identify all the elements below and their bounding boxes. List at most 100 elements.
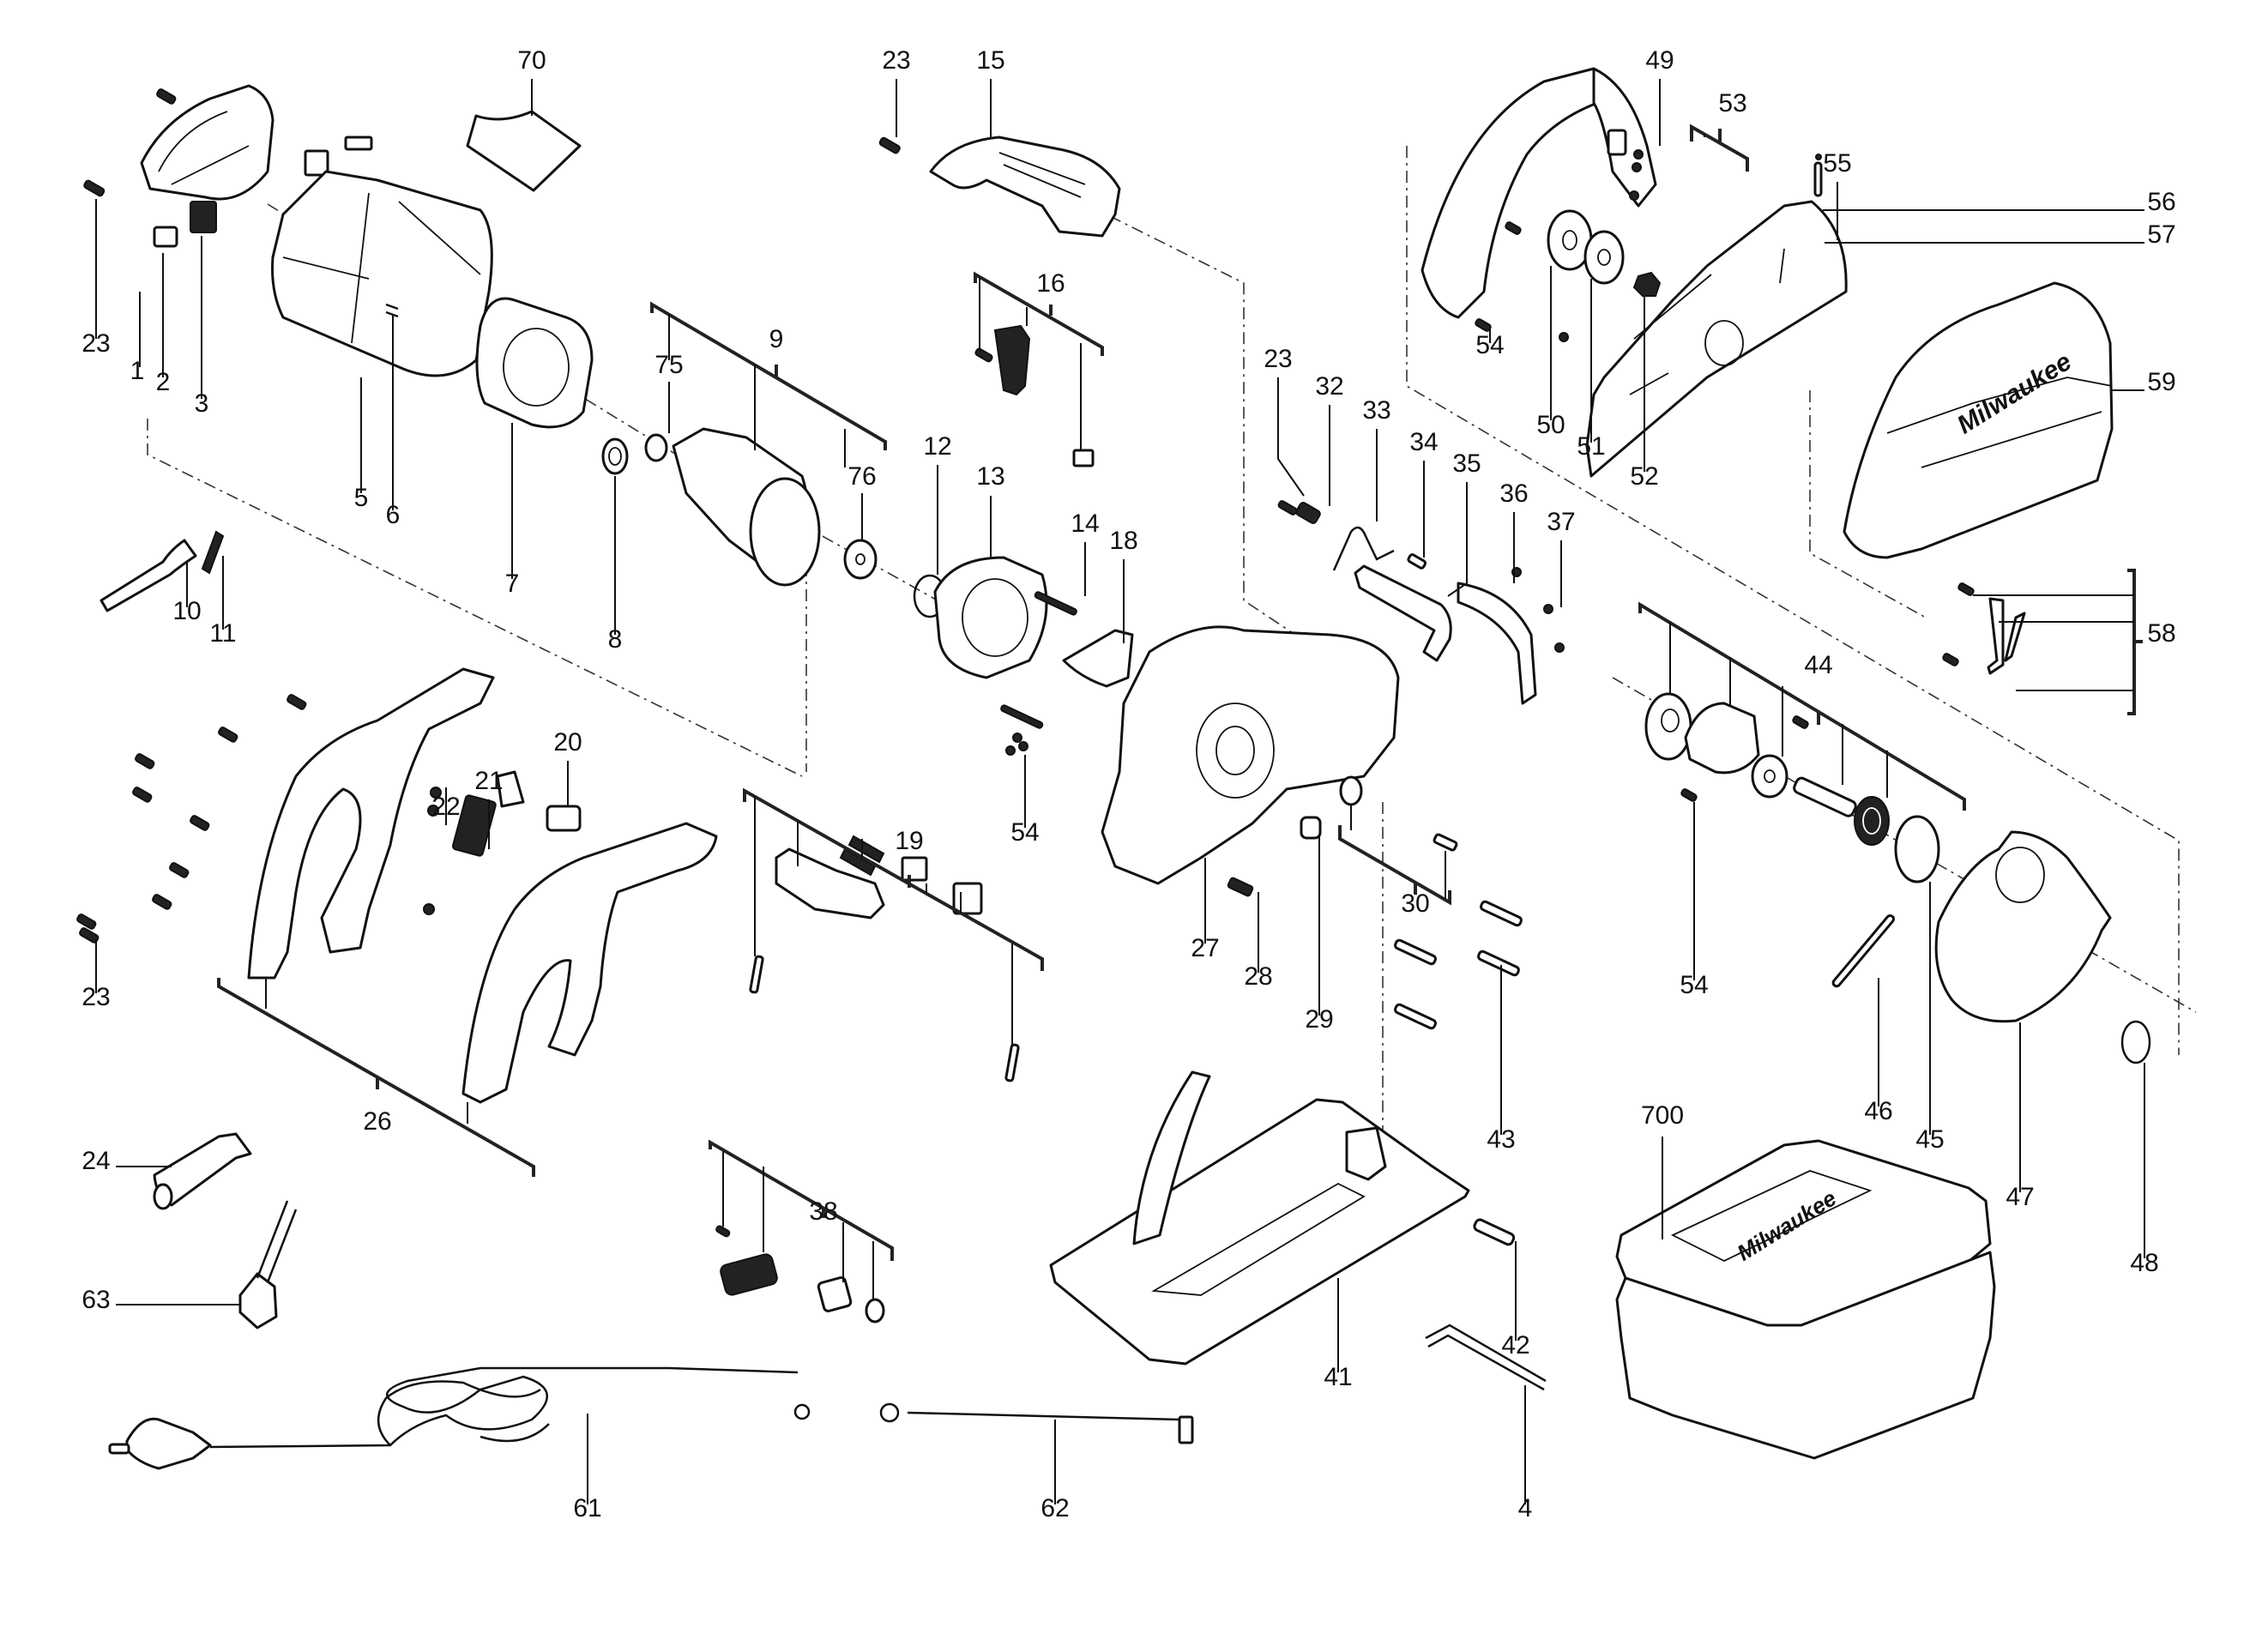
callout-label: 9 xyxy=(769,325,784,353)
part-7-bore xyxy=(503,328,570,407)
part-4-hex-wrench xyxy=(1425,1323,1547,1391)
callout-label: 1 xyxy=(130,357,145,385)
screw xyxy=(135,753,155,769)
callout-label: 38 xyxy=(809,1197,837,1226)
part-41-bevel-arm xyxy=(1132,1070,1211,1245)
part-19-lever xyxy=(775,847,885,919)
bracket-line xyxy=(974,271,1104,356)
part-41-hinge xyxy=(1345,1126,1387,1181)
part-54-screw-spindle-b xyxy=(1680,788,1698,802)
screw-23-top xyxy=(156,88,177,105)
callout-label: 23 xyxy=(81,329,110,358)
part-47-bore xyxy=(1995,847,2045,903)
callout-label: 54 xyxy=(1475,331,1504,359)
callout-label: 18 xyxy=(1109,527,1137,555)
part-43-pin-b xyxy=(1394,938,1437,966)
part-70-label xyxy=(466,110,582,192)
part-6-clip xyxy=(385,303,399,318)
callout-label: 7 xyxy=(505,570,520,598)
part-group-19 xyxy=(749,835,1020,1082)
part-19-pin-b xyxy=(1004,1043,1020,1082)
part-62-wire xyxy=(907,1411,1180,1421)
callout-label: 41 xyxy=(1324,1363,1352,1391)
callout-label: 46 xyxy=(1864,1097,1892,1125)
part-22-screw-c xyxy=(423,903,435,915)
part-54-screw-c xyxy=(1012,733,1022,743)
part-61-plug xyxy=(125,1417,212,1470)
part-19-spring-a xyxy=(847,835,885,864)
assembly-bracket xyxy=(709,1139,894,1299)
part-group-case: Milwaukee xyxy=(1615,1139,1996,1460)
callout-label: 75 xyxy=(654,351,683,379)
part-38-knob xyxy=(720,1253,778,1296)
callout-label: 48 xyxy=(2130,1249,2158,1277)
part-45-ring xyxy=(1894,815,1940,883)
part-700-case-body xyxy=(1615,1251,1996,1460)
part-28-screw xyxy=(1227,877,1254,897)
part-group-spindle xyxy=(1644,692,2151,1064)
callout-label: 12 xyxy=(923,432,951,461)
callout-leader-line xyxy=(1277,377,1305,497)
part-42-pin xyxy=(1473,1218,1516,1246)
part-700-lid-panel xyxy=(1670,1170,1873,1263)
part-54-screw-spindle-a xyxy=(1792,715,1809,729)
assembly-bracket xyxy=(1973,569,2143,715)
callout-label: 8 xyxy=(608,625,623,654)
part-58-screw-b xyxy=(1942,653,1959,666)
part-41-guide-base xyxy=(1049,1098,1470,1366)
callout-label: 16 xyxy=(1036,269,1065,298)
part-55-guard-plate xyxy=(1585,200,1848,478)
part-43-pin-a xyxy=(1480,900,1523,927)
part-screw-55b xyxy=(1559,332,1569,342)
part-44-bearing xyxy=(1751,754,1788,799)
callout-label: 47 xyxy=(2006,1183,2034,1211)
axis-line-cover xyxy=(1809,390,1927,618)
part-61-cable xyxy=(209,1366,799,1449)
callout-label: 23 xyxy=(882,46,910,75)
part-38-screw xyxy=(715,1225,731,1238)
part-54-screw-b xyxy=(1018,741,1028,751)
callout-label: 26 xyxy=(363,1107,391,1136)
assembly-bracket xyxy=(217,978,535,1177)
part-5-detail xyxy=(282,192,481,344)
assembly-brackets xyxy=(217,124,2143,1299)
part-61-cable-loop xyxy=(377,1380,550,1446)
part-group-armature xyxy=(644,427,878,587)
part-55-slots xyxy=(1629,248,1785,395)
part-27-bore xyxy=(1196,702,1275,799)
callout-label: 70 xyxy=(517,46,546,75)
callout-label: 22 xyxy=(431,793,460,821)
callout-label: 5 xyxy=(354,484,369,512)
part-44-seal-bore xyxy=(1862,807,1881,835)
assembly-bracket xyxy=(1338,805,1451,906)
part-22-screw-b xyxy=(427,805,439,817)
bracket-line xyxy=(1338,825,1451,906)
part-7-stator xyxy=(475,297,594,429)
part-30-screw xyxy=(1433,833,1458,852)
part-26-handle-half-left xyxy=(247,667,495,980)
part-34-screw xyxy=(1407,553,1427,570)
part-76-bore xyxy=(855,553,866,565)
screw-23-lever xyxy=(1277,500,1298,516)
part-47-lower-guard xyxy=(1934,830,2112,1023)
part-group-handle xyxy=(76,667,718,1104)
part-36-segment xyxy=(1457,582,1537,705)
callout-label: 30 xyxy=(1401,889,1429,918)
assembly-bracket xyxy=(974,271,1104,450)
callout-label: 35 xyxy=(1452,449,1481,478)
part-76-bearing xyxy=(843,539,878,580)
callout-label: 43 xyxy=(1487,1125,1515,1154)
part-75-bearing xyxy=(644,433,668,462)
part-19-plate xyxy=(952,882,983,915)
part-22-screw-a xyxy=(430,787,442,799)
bracket-line xyxy=(1690,124,1749,172)
callout-label: 37 xyxy=(1547,508,1575,536)
callout-label: 56 xyxy=(2147,188,2175,216)
bracket-line xyxy=(650,301,887,450)
part-54-screw-a xyxy=(1005,745,1016,756)
callout-leaders xyxy=(95,79,2145,1504)
axis-line-motor xyxy=(147,419,803,777)
assembly-bracket xyxy=(650,301,887,467)
callout-label: 49 xyxy=(1645,46,1674,75)
part-46-rod xyxy=(1831,913,1895,988)
